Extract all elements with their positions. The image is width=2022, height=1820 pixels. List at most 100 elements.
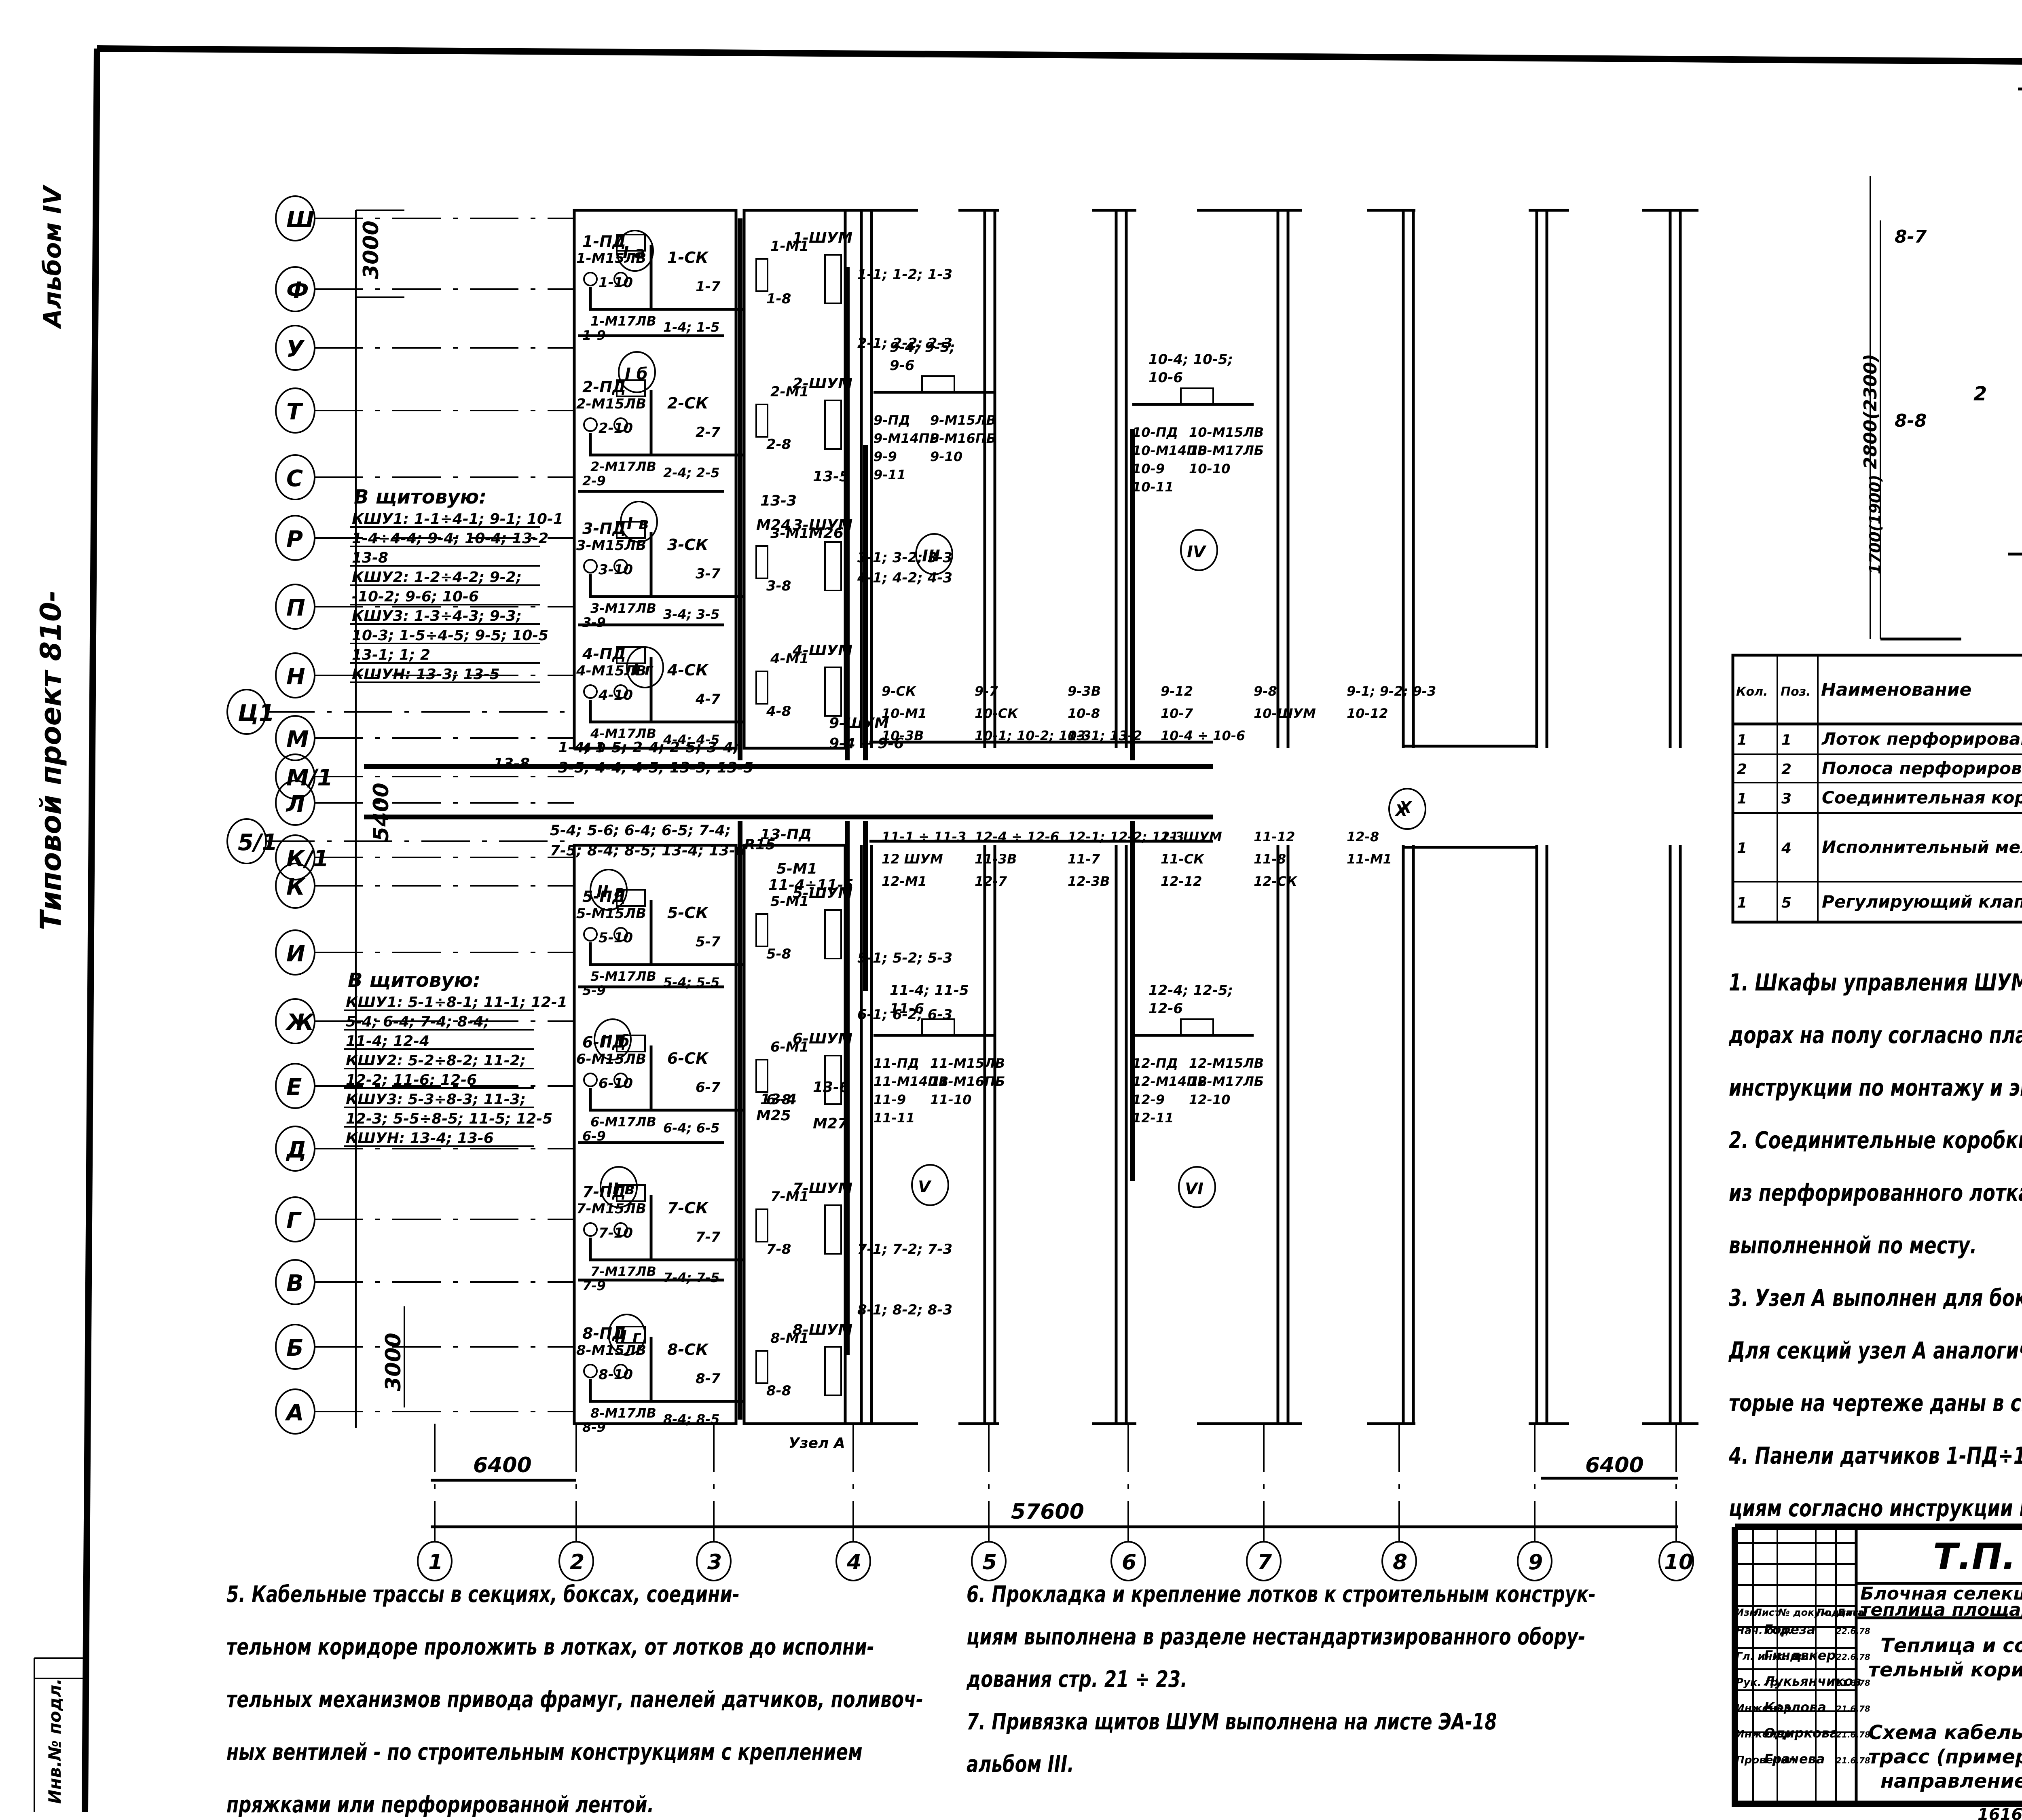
shield-list-line: КШУ3: 1-3÷4-3; 9-3; <box>352 608 522 624</box>
corridor-upper-label: 10-М1 <box>882 706 927 721</box>
shield-list-line: 12-2; 11-6; 12-6 <box>346 1072 477 1088</box>
section-v-c11: 11-11 <box>874 1110 915 1126</box>
section-numeral: II в <box>607 1180 635 1198</box>
title-block-col-header: Подпись <box>1817 1607 1865 1618</box>
signer-name: Лукьянчиков <box>1764 1674 1861 1689</box>
section-vi-m14: 12-М14ПВ <box>1132 1074 1207 1089</box>
riser-cable-label: 6-1; 6-2; 6-3 <box>857 1007 952 1023</box>
sensor-panel <box>1180 387 1214 404</box>
misc-label-bundle-upper-1: 1-4; 1-5; 2-4; 2-5; 3-4; <box>558 739 739 756</box>
riser-cable-label: 7-1; 7-2; 7-3 <box>857 1241 952 1257</box>
signer-role: Гл. инж. пр. <box>1736 1651 1809 1663</box>
shield-list-line: -10-2; 9-6; 10-6 <box>352 588 479 605</box>
corridor-upper-label: 10-8 <box>1068 706 1100 721</box>
motor-symbol <box>613 417 628 432</box>
note-line: 7. Привязка щитов ШУМ выполнена на листе… <box>967 1709 1497 1735</box>
sensor-panel <box>616 234 646 252</box>
node-a-pos-2: 2 <box>1973 383 1987 405</box>
lower-box-cable-4-5: 8-4; 8-5 <box>663 1412 720 1427</box>
section-iii-pd: 9-ПД <box>874 413 910 428</box>
lower-box-motor-m17-label: 6-М17ЛВ <box>590 1114 656 1130</box>
upper-box-motor-m15-label: 4-М15ЛВ <box>576 663 646 679</box>
section-numeral: V <box>918 1178 932 1196</box>
junction-box <box>755 545 768 579</box>
misc-label-c13-4: 13-4 <box>760 1091 797 1108</box>
shield-list-line: 11-4; 12-4 <box>346 1033 429 1050</box>
signer-role: Инженер <box>1736 1702 1791 1714</box>
note-line: торые на чертеже даны в скобках. <box>1729 1389 2022 1417</box>
misc-label-c13-8: 13-8 <box>493 756 530 772</box>
column-axis-bubble <box>1517 1541 1552 1581</box>
misc-label-bundle-lower-1: 5-4; 5-6; 6-4; 6-5; 7-4; <box>550 822 731 839</box>
motor-symbol <box>583 684 598 699</box>
section-iii-c11: 9-11 <box>874 467 906 483</box>
node-a-dim-total: 2800(2300) <box>1860 354 1881 469</box>
lower-box-cabinet-label: 8-ШУМ <box>793 1322 852 1338</box>
note-line: выполненной по месту. <box>1729 1232 1977 1259</box>
section-vi-cable-group: 12-6 <box>1148 1001 1183 1017</box>
upper-box-sensor-panel-label: 1-ПД <box>582 233 626 250</box>
spec-table-frame <box>1731 654 2022 924</box>
section-X-label: X <box>1398 798 1413 817</box>
row-axis-label: Ш <box>286 207 314 233</box>
shield-list-line: 12-3; 5-5÷8-5; 11-5; 12-5 <box>346 1111 552 1127</box>
section-iv-m15: 10-М15ЛВ <box>1189 425 1264 440</box>
upper-box-cable-7: 4-7 <box>695 691 721 707</box>
section-iii-m14: 9-М14ПВ <box>874 431 939 446</box>
corridor-lower-label: 11-8 <box>1254 851 1286 867</box>
spec-table-cell: 5 <box>1781 895 1791 911</box>
column-axis-bubble <box>1658 1541 1694 1581</box>
upper-box-cable-7: 2-7 <box>696 424 721 440</box>
note-line: инструкции по монтажу и эксплуатации. <box>1729 1074 2022 1101</box>
upper-box-sensor-panel-label: 2-ПД <box>582 378 626 396</box>
box-cable <box>589 1195 744 1261</box>
upper-box-actuator-label: 1-М1 <box>770 238 809 254</box>
corridor-lower-label: 11-СК <box>1161 851 1205 867</box>
spec-table-cell: 1 <box>1737 791 1747 807</box>
section-iii-cable-group: 9-4; 9-5; <box>890 339 955 356</box>
sheet-name-line: Теплица и соедини- <box>1880 1634 2022 1657</box>
row-axis-label: Л <box>286 791 305 817</box>
upper-box-sensor-panel-label: 4-ПД <box>582 645 626 663</box>
corridor-upper-label: 10-7 <box>1161 706 1193 721</box>
object-name-line: теплица площадью 1300 м² <box>1860 1600 2022 1620</box>
shield-list-line: 1-4÷4-4; 9-4; 10-4; 13-2 <box>352 530 548 547</box>
spec-table-cell: 3 <box>1781 791 1791 807</box>
shield-list-line: 13-8 <box>352 550 388 566</box>
node-a-dim-box: 1700(1900) <box>1866 475 1884 574</box>
node-a-cable-8-8-left: 8-8 <box>1895 411 1927 431</box>
corridor-lower-label: 11-7 <box>1068 851 1100 867</box>
motor-symbol <box>583 927 598 942</box>
row-axis-label: П <box>286 595 305 621</box>
lower-box-cable-9: 7-9 <box>582 1278 606 1293</box>
corridor-upper-label: 10-12 <box>1347 706 1388 721</box>
note-line: 3. Узел А выполнен для бокса II г и анал… <box>1729 1284 2022 1312</box>
misc-label-c13-6: 13-6 <box>813 1079 849 1096</box>
motor-symbol <box>583 1364 598 1378</box>
box-cable <box>589 390 744 457</box>
motor-symbol <box>583 417 598 432</box>
section-v-cable-group: 11-4; 11-5 <box>890 982 969 999</box>
section-iv-m14: 10-М14ПВ <box>1132 443 1207 458</box>
note-line: альбом III. <box>967 1751 1074 1778</box>
row-axis-label: Ц1 <box>238 700 275 726</box>
signer-date: 21.6.78 <box>1836 1730 1870 1740</box>
upper-box-motor-m17-label: 3-М17ЛВ <box>590 601 656 616</box>
sensor-panel <box>616 1184 646 1202</box>
lower-box-sensor-panel-label: 6-ПД <box>582 1033 626 1051</box>
drawing-name-line: трасс (примерное <box>1868 1746 2022 1768</box>
column-axis-bubble <box>971 1541 1007 1581</box>
lower-box-motor-m17-label: 5-М17ЛВ <box>590 969 656 984</box>
lower-box-sensor-panel-label: 7-ПД <box>582 1183 626 1201</box>
spec-table-header: Поз. <box>1781 685 1811 699</box>
lower-box-sensor-panel-label: 8-ПД <box>582 1325 626 1342</box>
section-iv-m17: 10-М17ЛБ <box>1189 443 1264 458</box>
control-cabinet <box>824 1204 842 1255</box>
upper-box-cable-7: 1-7 <box>696 279 721 295</box>
drawing-name-line: направление) <box>1880 1770 2022 1792</box>
sensor-panel <box>1180 1018 1214 1035</box>
row-axis-label: Ж <box>285 1009 315 1036</box>
